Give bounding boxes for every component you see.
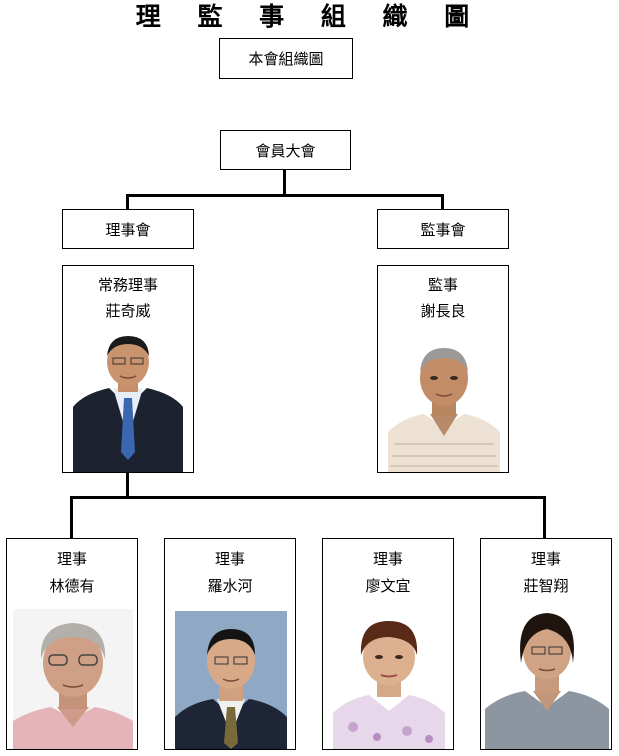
org-chart-label: 本會組織圖	[219, 38, 353, 79]
director-role: 理事	[530, 550, 561, 568]
director-card-2: 理事 羅水河	[164, 538, 296, 750]
young-man-photo	[485, 599, 609, 749]
director-name: 林德有	[49, 577, 95, 595]
board-of-directors-node: 理事會	[62, 209, 194, 249]
general-assembly-node: 會員大會	[220, 130, 351, 170]
chart-title: 理 監 事 組 織 圖	[135, 2, 484, 31]
man-in-suit-blue-bg-photo	[175, 611, 287, 749]
supervisor-role: 監事	[427, 276, 458, 294]
connector-directors-horizontal	[70, 496, 546, 499]
director-card-3: 理事 廖文宜	[322, 538, 454, 750]
director-role: 理事	[56, 550, 87, 568]
director-name: 莊智翔	[523, 577, 569, 595]
director-role: 理事	[372, 550, 403, 568]
woman-photo	[333, 605, 445, 749]
connector-left-council	[126, 194, 129, 209]
director-name: 羅水河	[207, 577, 253, 595]
man-in-polo-photo	[388, 332, 500, 472]
executive-director-name: 莊奇威	[105, 302, 151, 320]
connector-root-down	[283, 170, 286, 195]
connector-right-council	[441, 194, 444, 209]
connector-executive-down	[126, 473, 129, 498]
director-name: 廖文宜	[365, 577, 411, 595]
director-card-1: 理事 林德有	[6, 538, 138, 750]
connector-councils-horizontal	[126, 194, 444, 197]
connector-director-1	[70, 496, 73, 538]
supervisor-card: 監事 謝長良	[377, 265, 509, 473]
board-of-supervisors-node: 監事會	[377, 209, 509, 249]
supervisor-name: 謝長良	[420, 302, 466, 320]
director-role: 理事	[214, 550, 245, 568]
gray-haired-man-photo	[13, 609, 133, 749]
director-card-4: 理事 莊智翔	[480, 538, 612, 750]
man-in-suit-photo	[73, 332, 183, 472]
executive-director-role: 常務理事	[97, 276, 158, 294]
executive-director-card: 常務理事 莊奇威	[62, 265, 194, 473]
connector-director-4	[543, 496, 546, 538]
